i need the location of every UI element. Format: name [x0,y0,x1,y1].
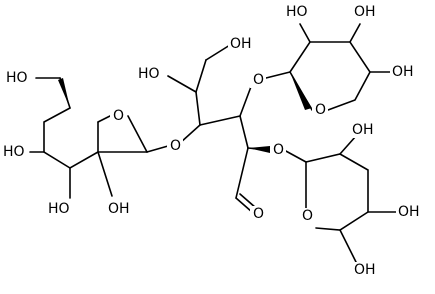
xyl-top-c2-oh-bond [299,23,311,43]
glc-c1-o-bond [97,115,111,123]
xyl-top-c3-oh-bond [349,23,361,43]
chain-c2-wedge [248,146,270,153]
glc-o-c5-bond [127,115,148,153]
chain-c4-c3-bond [199,115,241,126]
xyl-top-c1-wedge [290,72,312,110]
label-c6-oh: OH [230,36,252,52]
label-link-o-glc: O [170,138,181,154]
label-xyl-top-ring-o: O [315,102,326,118]
label-xyl-top-oh4: OH [392,64,414,80]
label-glc-ring-o: O [113,108,124,124]
xyl-bottom-c2-oh-bond [339,135,357,155]
chain-c5-c6-bond [195,59,207,93]
aldehyde-co-bond-b [239,193,257,209]
xyl-bottom-ring-bonds [305,153,369,231]
label-xyl-top-oh2: HO [286,4,308,20]
aldehyde-co-bond-a [235,197,253,213]
label-aldehyde-o: O [253,206,264,222]
chain-c4-c5-bond [195,91,201,126]
glc-c5-wedge [58,78,70,108]
bonds [29,23,397,263]
label-glc-ch2oh: HO [6,70,28,86]
o-xyl-bottom-bond [283,149,307,163]
xyl-top-ring-bonds [289,41,371,111]
label-xyl-bottom-oh2: OH [352,122,374,138]
label-link-o-xyl-bottom: O [273,142,284,158]
atom-labels: HO O HO HO OH O HO OH O O O HO OH OH O O… [1,4,426,278]
chain-c3-o-bond [239,83,253,117]
label-link-o-xyl-top: O [253,72,264,88]
label-c5-oh: HO [138,66,160,82]
label-glc-oh3: HO [48,201,70,217]
label-glc-oh2: OH [108,201,130,217]
stereo-wedges [58,72,312,153]
chain-o-c4-bond [179,124,201,144]
label-xyl-bottom-oh4: OH [354,262,376,278]
label-xyl-top-oh3: OH [354,4,376,20]
chain-c3-c2-bond [239,115,249,149]
glc-c1-link-bond [146,145,169,153]
xyl-bottom-c4-oh-bond [339,229,357,263]
chain-c2-c1-bond [235,147,249,199]
chain-c6-oh-bond [205,44,231,61]
o-xyl-top-bond [265,71,291,79]
glc-ring-bonds [43,107,99,169]
chain-c5-oh-bond [167,75,197,93]
label-xyl-bottom-oh3: OH [398,204,420,220]
glc-c2-oh-bond [97,151,113,197]
label-xyl-bottom-ring-o: O [302,208,313,224]
label-glc-oh4: HO [3,144,25,160]
